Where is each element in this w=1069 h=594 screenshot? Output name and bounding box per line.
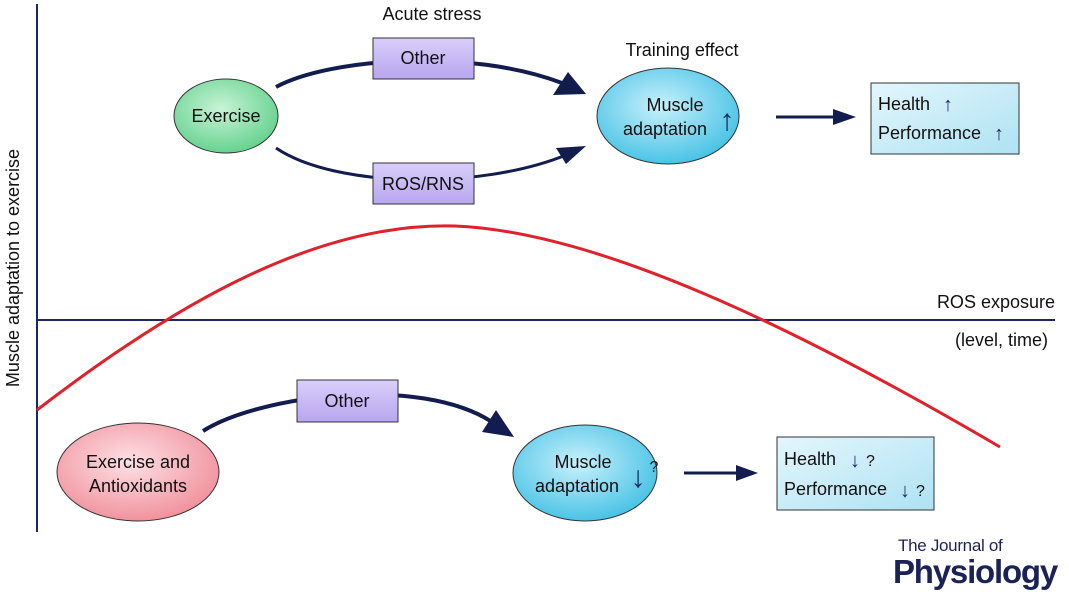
journal-logo: The Journal of Physiology (893, 537, 1063, 588)
x-axis-sublabel: (level, time) (955, 330, 1048, 350)
performance-label-bottom: Performance (784, 479, 887, 499)
muscle-adaptation-node-bottom (512, 424, 658, 522)
exercise-label: Exercise (191, 106, 260, 126)
health-down-arrow-bottom: ↓ (850, 450, 860, 472)
health-up-arrow-top: ↑ (943, 94, 953, 116)
performance-label-top: Performance (878, 123, 981, 143)
exercise-antioxidants-line1: Exercise and (86, 452, 190, 472)
training-effect-label: Training effect (625, 40, 738, 60)
health-label-bottom: Health (784, 449, 836, 469)
muscle-adaptation-up-arrow: ↑ (720, 104, 735, 137)
muscle-adaptation-top-line2: adaptation (623, 119, 707, 139)
muscle-adaptation-bottom-line2: adaptation (535, 476, 619, 496)
exercise-antioxidants-line2: Antioxidants (89, 476, 187, 496)
upper-arrowhead (553, 72, 586, 95)
journal-logo-line1: The Journal of (898, 536, 1003, 555)
health-label-top: Health (878, 94, 930, 114)
ros-rns-box (372, 162, 475, 205)
muscle-adaptation-bottom-line1: Muscle (554, 452, 611, 472)
performance-down-arrow-bottom: ↓ (900, 480, 910, 502)
outcome-arrowhead-bottom (736, 465, 758, 481)
exercise-antioxidants-node (56, 422, 220, 522)
muscle-adaptation-node-top (596, 67, 740, 165)
performance-query-bottom: ? (916, 483, 925, 500)
other-box-bottom (296, 379, 399, 423)
outcome-arrowhead-top (833, 109, 856, 125)
muscle-adaptation-down-arrow: ↓ (631, 461, 646, 494)
health-query-bottom: ? (866, 453, 875, 470)
exercise-node (173, 78, 279, 154)
other-label-bottom: Other (324, 391, 369, 411)
x-axis-label: ROS exposure (937, 292, 1055, 312)
bottom-arrowhead (482, 410, 514, 437)
journal-logo-line2: Physiology (893, 553, 1058, 590)
other-label-top: Other (400, 48, 445, 68)
lower-arrowhead (556, 146, 586, 164)
muscle-adaptation-top-line1: Muscle (646, 95, 703, 115)
acute-stress-label: Acute stress (382, 4, 481, 24)
y-axis-label: Muscle adaptation to exercise (3, 149, 23, 387)
other-box-top (372, 37, 475, 80)
hormesis-curve (36, 224, 1001, 449)
ros-rns-label: ROS/RNS (382, 174, 464, 194)
muscle-adaptation-query: ? (650, 459, 659, 476)
outcome-box-top (870, 82, 1020, 155)
outcome-box-bottom (776, 436, 935, 511)
performance-up-arrow-top: ↑ (994, 123, 1004, 145)
